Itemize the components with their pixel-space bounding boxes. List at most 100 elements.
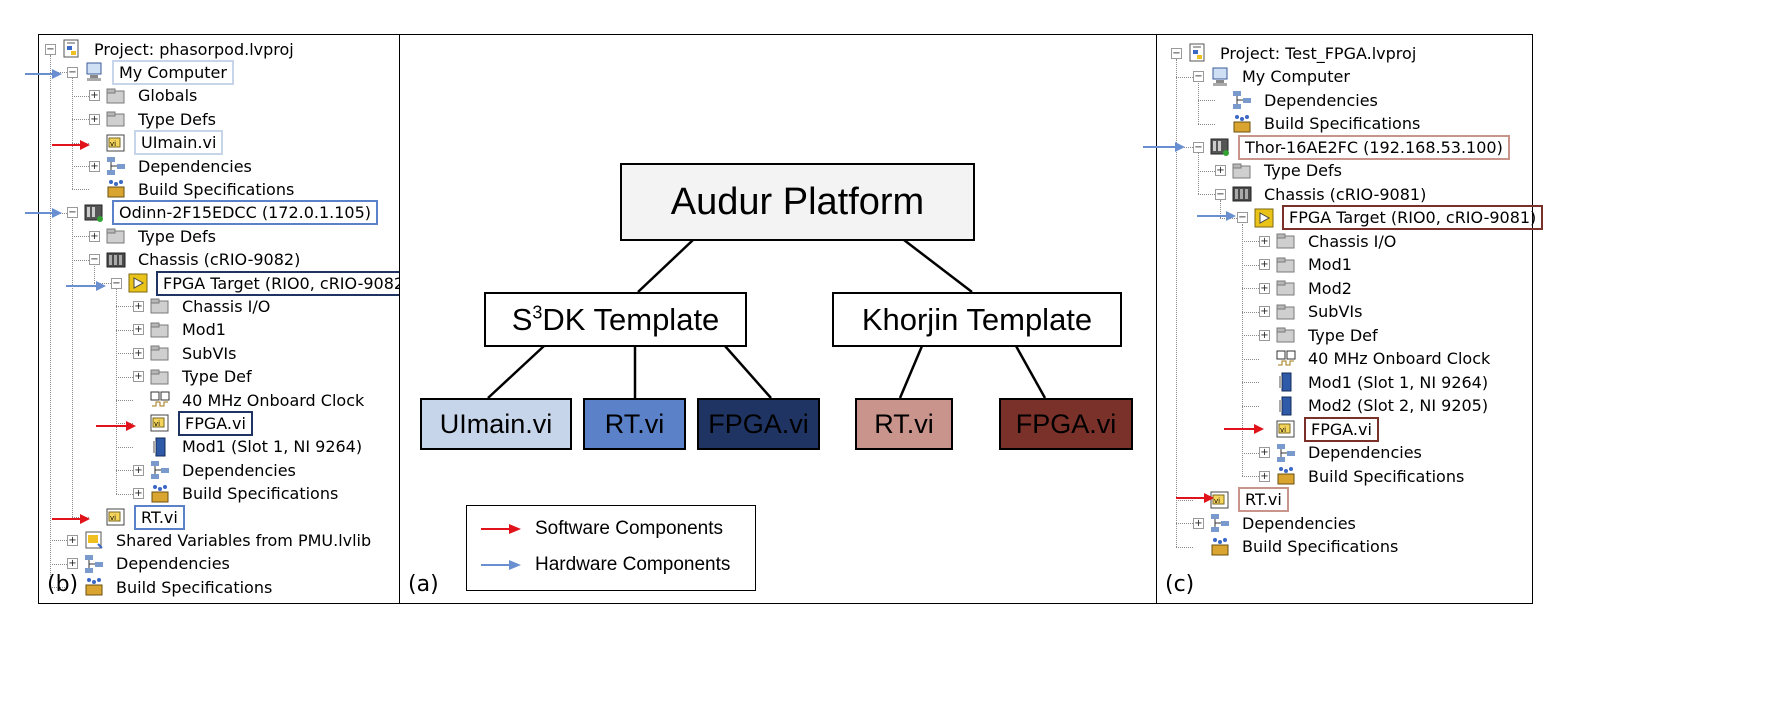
tree-item-label: FPGA Target (RIO0, cRIO-9082) <box>156 270 418 296</box>
tree-row[interactable]: Build Specifications <box>1215 112 1424 136</box>
tree-row[interactable]: −Project: Test_FPGA.lvproj <box>1171 41 1420 65</box>
expand-icon[interactable]: + <box>1259 329 1270 341</box>
tree-row[interactable]: +Type Defs <box>1215 159 1346 183</box>
tree-item-label: My Computer <box>1242 67 1350 86</box>
tree-row[interactable]: − My Computer <box>1193 65 1354 89</box>
expand-icon[interactable]: + <box>1259 470 1270 482</box>
tree-row[interactable]: Build Specifications <box>89 177 298 201</box>
expand-icon[interactable]: + <box>1259 282 1270 294</box>
tree-item-label: My Computer <box>112 59 234 85</box>
expand-icon[interactable]: + <box>89 113 100 125</box>
expand-icon[interactable]: + <box>1193 517 1204 529</box>
collapse-icon[interactable]: − <box>1193 141 1204 153</box>
tree-row[interactable]: −Odinn-2F15EDCC (172.0.1.105) <box>67 200 379 226</box>
tree-row[interactable]: +Dependencies <box>133 458 300 482</box>
tree-connector <box>1242 288 1259 289</box>
tree-row[interactable]: +Shared Variables from PMU.lvlib <box>67 528 375 552</box>
tree-row[interactable]: −Thor-16AE2FC (192.168.53.100) <box>1193 134 1510 160</box>
expand-icon[interactable]: + <box>89 90 100 102</box>
tree-row[interactable]: +Dependencies <box>67 552 234 576</box>
tree-row[interactable]: −Chassis (cRIO-9082) <box>89 248 304 272</box>
tree-item-label: Build Specifications <box>182 484 339 504</box>
expand-icon[interactable]: + <box>1259 235 1270 247</box>
tree-row[interactable]: +Dependencies <box>1193 511 1360 535</box>
tree-row[interactable]: +Type Defs <box>89 224 220 248</box>
expand-icon[interactable]: + <box>89 230 100 242</box>
expand-icon[interactable]: + <box>133 464 144 476</box>
expand-icon[interactable]: + <box>1259 447 1270 458</box>
tree-row[interactable]: + Build Specifications <box>133 482 342 506</box>
tree-row[interactable]: −Chassis (cRIO-9081) <box>1215 182 1430 206</box>
tree-row[interactable]: +Dependencies <box>89 154 256 178</box>
tree-row[interactable]: Dependencies <box>1215 88 1382 112</box>
expand-icon[interactable]: + <box>133 300 144 312</box>
build-icon <box>84 577 104 597</box>
collapse-icon[interactable]: − <box>1237 212 1248 223</box>
khorjin-template-box: Khorjin Template <box>832 292 1122 347</box>
collapse-icon[interactable]: − <box>1215 188 1226 200</box>
collapse-icon[interactable]: − <box>89 254 100 266</box>
svg-text:vi: vi <box>1280 426 1286 434</box>
expand-icon[interactable]: + <box>89 160 100 172</box>
tree-row[interactable]: − My Computer <box>67 59 234 85</box>
tree-connector <box>72 119 89 121</box>
tree-row[interactable]: −Project: phasorpod.lvproj <box>45 37 298 61</box>
tree-connector <box>72 95 89 97</box>
tree-row[interactable]: +Mod1 <box>1259 253 1356 277</box>
collapse-icon[interactable]: − <box>67 66 78 78</box>
tree-row[interactable]: +SubVIs <box>133 341 240 365</box>
tree-connector <box>1242 264 1259 266</box>
target-icon <box>84 203 104 223</box>
tree-row[interactable]: +Type Defs <box>89 107 220 131</box>
tree-row[interactable]: +SubVIs <box>1259 300 1366 324</box>
folder-icon <box>106 226 126 246</box>
collapse-icon[interactable]: − <box>111 277 122 289</box>
tree-row[interactable]: +Globals <box>89 84 201 108</box>
tree-row[interactable]: +Type Def <box>1259 323 1382 347</box>
collapse-icon[interactable]: − <box>1171 47 1182 59</box>
tree-row[interactable]: Build Specifications <box>1193 535 1402 559</box>
expand-icon[interactable]: + <box>133 347 144 359</box>
tree-row[interactable]: − FPGA Target (RIO0, cRIO-9082) <box>111 270 418 296</box>
expand-icon[interactable]: + <box>1259 306 1270 317</box>
expand-icon[interactable]: + <box>1215 165 1226 176</box>
tree-row[interactable]: +Chassis I/O <box>133 294 274 318</box>
tree-row[interactable]: +Dependencies <box>1259 441 1426 465</box>
expand-icon[interactable]: + <box>67 534 78 546</box>
tree-row[interactable]: +Type Def <box>133 365 256 389</box>
collapse-icon[interactable]: − <box>1193 71 1204 82</box>
tree-row[interactable]: +Mod2 <box>1259 276 1356 300</box>
tree-connector <box>1198 194 1215 195</box>
tree-connector <box>50 540 67 542</box>
tree-connector <box>50 212 67 214</box>
collapse-icon[interactable]: − <box>45 43 56 55</box>
tree-row[interactable]: +Build Specifications <box>1259 464 1468 488</box>
dependencies-icon <box>84 554 104 574</box>
dependencies-icon <box>1210 513 1230 533</box>
expand-icon[interactable]: + <box>1259 259 1270 270</box>
tree-row[interactable]: Mod2 (Slot 2, NI 9205) <box>1259 394 1492 418</box>
tree-row[interactable]: Mod1 (Slot 1, NI 9264) <box>133 435 366 459</box>
tree-connector <box>116 446 133 448</box>
tree-row[interactable]: −FPGA Target (RIO0, cRIO-9081) <box>1237 205 1544 230</box>
tree-row[interactable]: Mod1 (Slot 1, NI 9264) <box>1259 370 1492 394</box>
tree-row[interactable]: 40 MHz Onboard Clock <box>1259 347 1494 371</box>
tree-row[interactable]: Build Specifications <box>67 575 276 599</box>
s3dk-template-box: S3DK Template <box>484 292 747 347</box>
expand-icon[interactable]: + <box>133 324 144 336</box>
expand-icon[interactable]: + <box>133 488 144 500</box>
collapse-icon[interactable]: − <box>67 207 78 219</box>
tree-row[interactable]: 40 MHz Onboard Clock <box>133 388 368 412</box>
rt-s3dk-leaf-label: RT.vi <box>604 408 665 439</box>
tree-row[interactable]: +Chassis I/O <box>1259 229 1400 253</box>
tree-connector <box>116 376 133 378</box>
tree-row[interactable]: +Mod1 <box>133 318 230 342</box>
uimain-leaf-box: UImain.vi <box>420 398 572 450</box>
expand-icon[interactable]: + <box>67 558 78 570</box>
expand-icon[interactable]: + <box>133 371 144 383</box>
